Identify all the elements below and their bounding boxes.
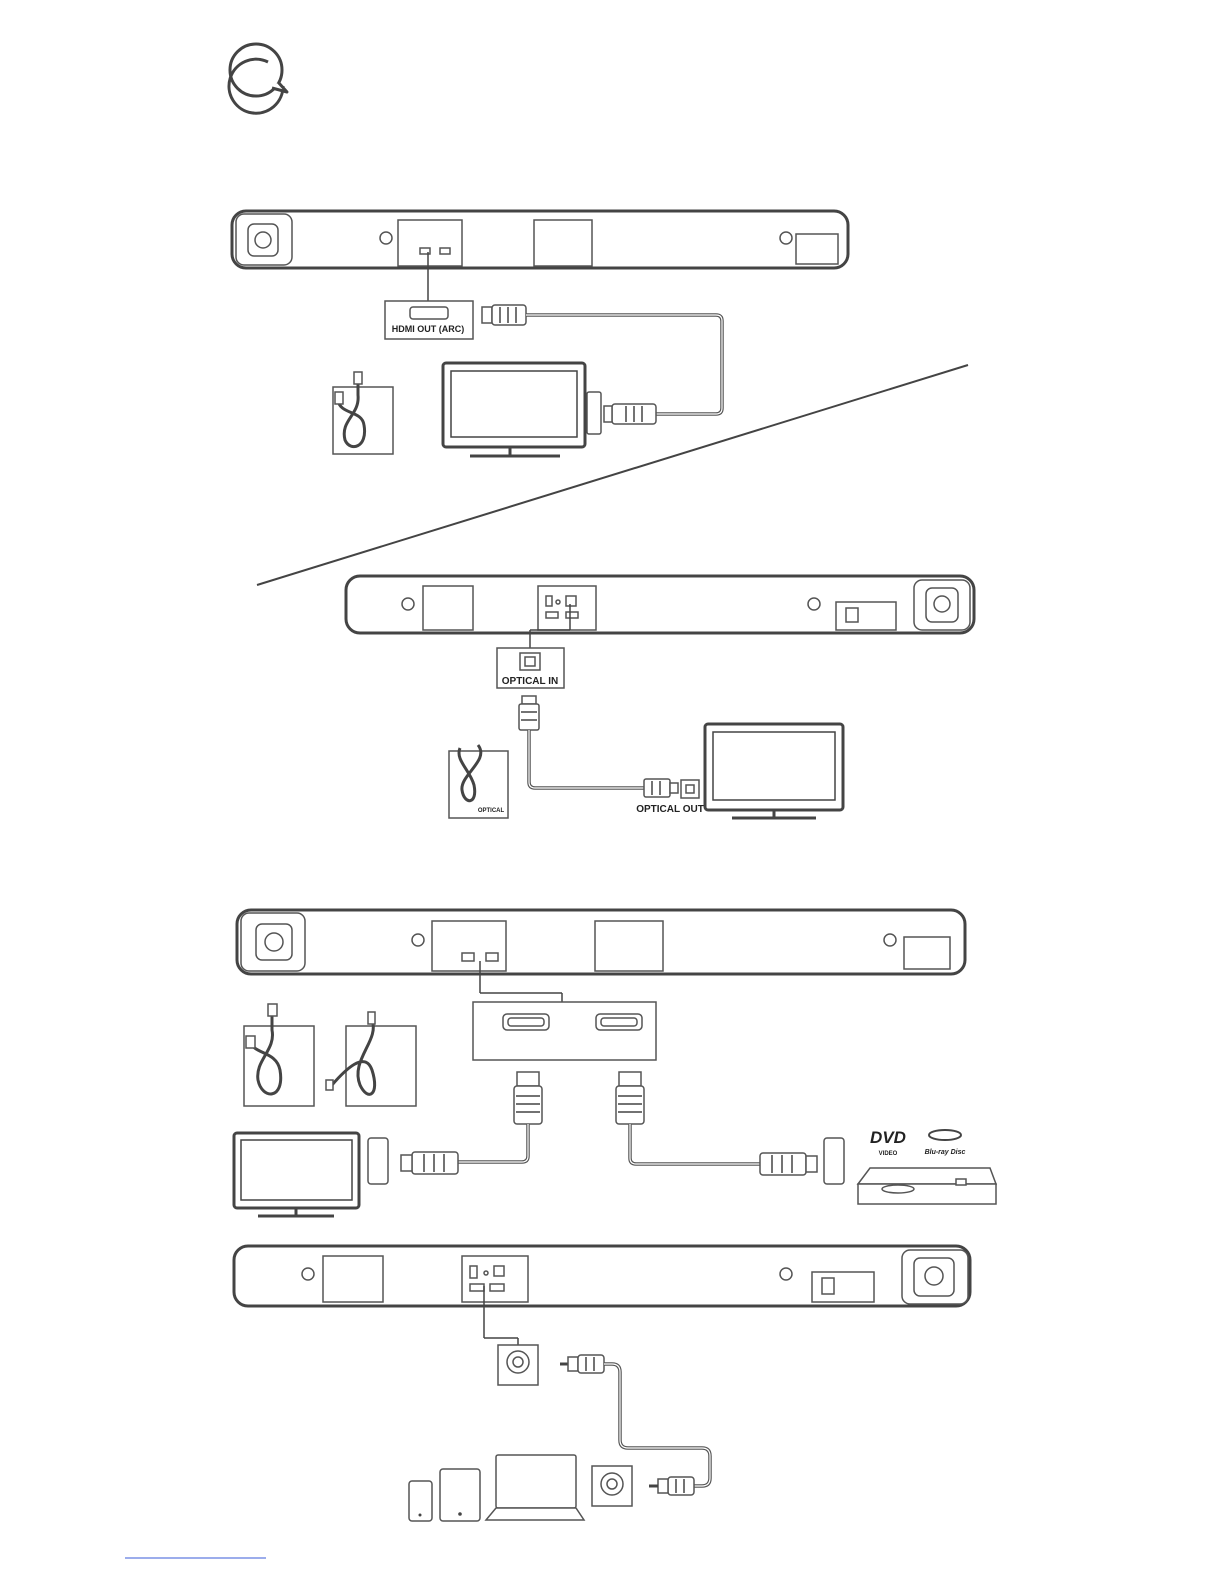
hdmi-plug-icon [604,404,656,424]
tv-icon [705,724,843,818]
soundbar-hdmi-arc [232,211,848,268]
hdmi-in-ports-box [473,1002,656,1060]
optical-plug-icon [644,779,678,797]
tv-icon [234,1133,359,1216]
disc-player-icon [858,1168,996,1204]
tv-hdmi-port-icon [587,392,601,434]
soundbar-hdmi-in [237,910,965,974]
device-aux-port-icon [592,1466,632,1506]
dvd-logo-text: DVD [870,1128,906,1147]
hdmi-cable-accessory-icon [333,372,393,454]
dvd-logo-subtext: VIDEO [879,1151,898,1157]
player-hdmi-port-icon [824,1138,844,1184]
hdmi-plug-icon [514,1072,542,1124]
bluray-disc-logo: Blu-ray Disc [925,1130,966,1156]
hdmi-arc-port-label: HDMI OUT (ARC) [392,324,465,334]
hdmi-plug-icon [401,1152,458,1174]
hdmi-plug-icon [616,1072,644,1124]
speech-bubble-icon [229,44,287,113]
tablet-icon [440,1469,480,1521]
aux-cable-accessory-icon [326,1012,416,1106]
hdmi-arc-port-box: HDMI OUT (ARC) [385,301,473,339]
laptop-icon [486,1455,584,1520]
hdmi-plug-icon [760,1153,817,1175]
aux-in-port-box [498,1345,538,1385]
optical-out-label: OPTICAL OUT [636,804,704,815]
soundbar-optical [346,576,974,633]
bluray-logo-text: Blu-ray Disc [925,1149,966,1156]
optical-plug-icon [519,696,539,730]
dvd-video-logo: DVD VIDEO [870,1128,906,1157]
soundbar-aux [234,1246,970,1306]
tv-hdmi-port-icon [368,1138,388,1184]
hdmi-cable-accessory-icon [244,1004,314,1106]
aux-plug-icon [560,1355,604,1373]
aux-plug-icon [649,1477,694,1495]
tv-icon [443,363,585,456]
hdmi-plug-icon [482,305,526,325]
optical-in-port-box: OPTICAL IN [497,648,564,688]
optical-cable-label: OPTICAL [478,808,505,814]
optical-cable-accessory-icon: OPTICAL [449,745,508,818]
optical-in-label: OPTICAL IN [502,676,558,687]
phone-icon [409,1481,432,1521]
